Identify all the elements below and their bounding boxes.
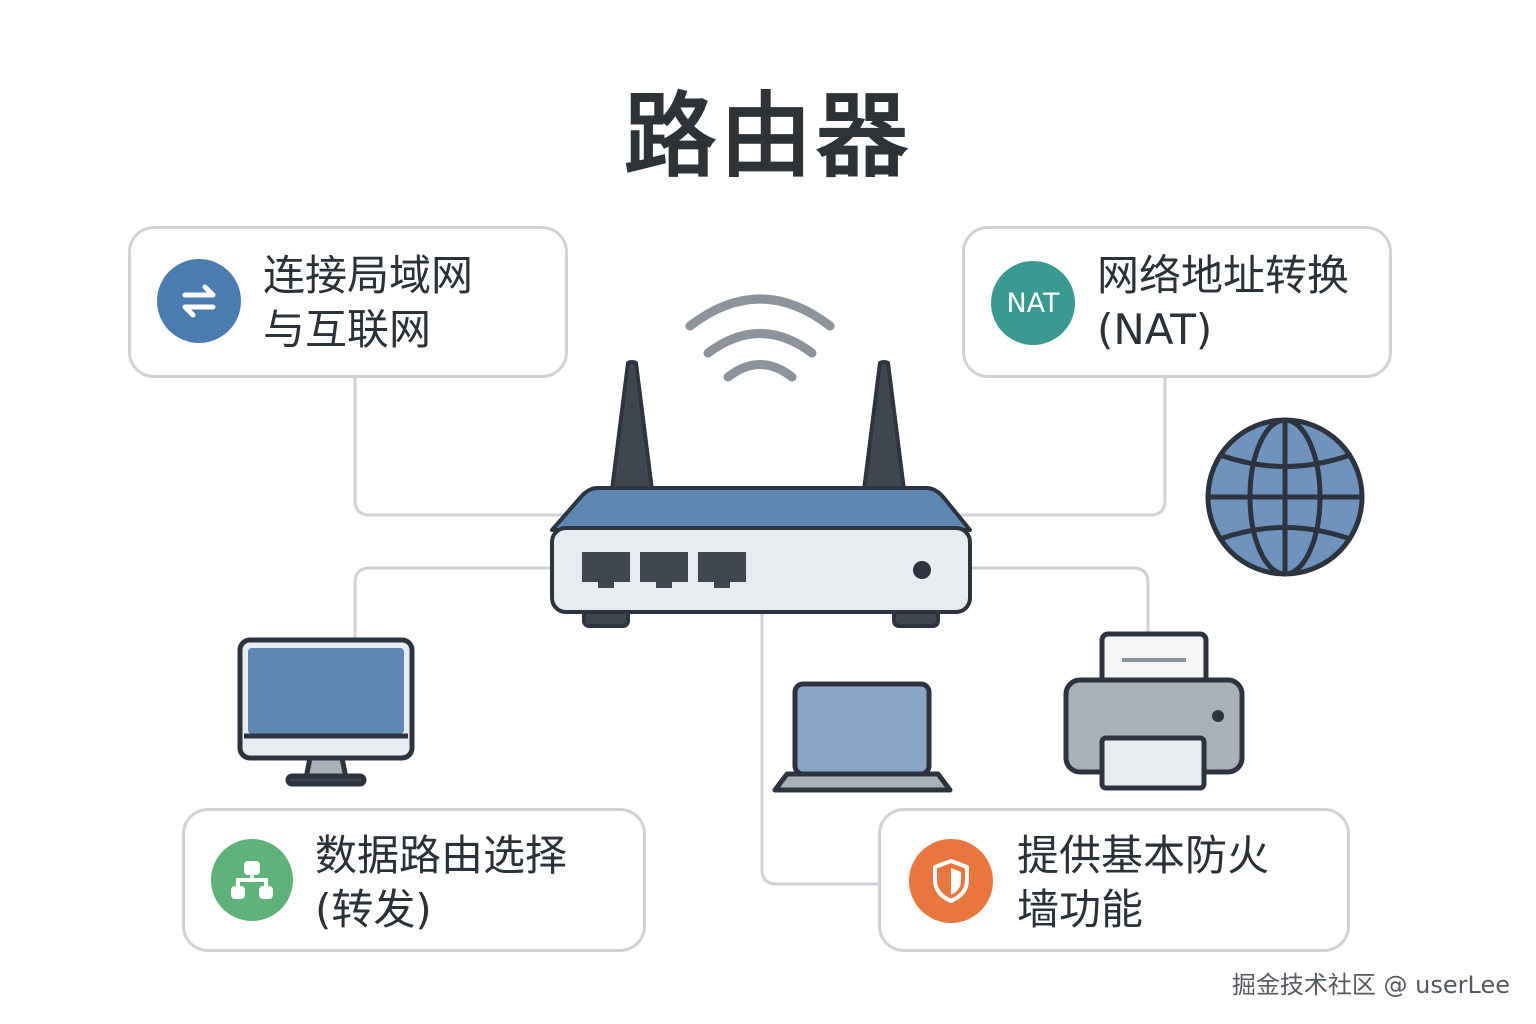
feature-line: (NAT) [1097,305,1213,354]
laptop [772,681,953,793]
feature-label-connect: 连接局域网 与互联网 [263,249,473,357]
shield-icon [933,859,969,903]
feature-label-nat: 网络地址转换 (NAT) [1097,249,1349,357]
feature-line: 连接局域网 [263,251,474,300]
router-antenna-right [862,360,906,492]
feature-line: 提供基本防火 [1017,831,1270,880]
feature-card-nat: NAT 网络地址转换 (NAT) [962,226,1392,378]
nat-badge-text: NAT [1006,287,1060,319]
badge-firewall [909,839,993,923]
feature-line: 数据路由选择 [315,831,568,880]
feature-line: 与互联网 [263,305,432,354]
badge-connect [157,259,241,343]
router-antenna-left [610,360,654,492]
feature-card-connect: 连接局域网 与互联网 [128,226,568,378]
router-top [550,486,972,532]
router-power-led [913,561,931,579]
feature-label-routing: 数据路由选择 (转发) [315,829,567,937]
connector-desktop [353,566,550,640]
watermark: 掘金技术社区 @ userLee [1231,971,1510,999]
ethernet-ports [582,552,746,588]
globe-icon [1205,417,1365,577]
router-body [550,526,972,614]
connector-nat [952,378,1167,517]
printer [1063,631,1245,791]
feature-card-routing: 数据路由选择 (转发) [182,808,646,952]
wifi-signal-icon [685,294,835,382]
desktop-monitor [237,637,415,787]
feature-line: 墙功能 [1017,885,1144,934]
router [550,360,972,628]
connector-connect [353,378,568,517]
feature-line: (转发) [315,885,432,934]
connector-firewall [760,612,880,886]
arrows-exchange-icon [182,284,216,318]
page-title: 路由器 [623,83,912,190]
nat-badge: NAT [991,261,1075,345]
feature-line: 网络地址转换 [1097,251,1350,300]
feature-card-firewall: 提供基本防火 墙功能 [878,808,1350,952]
connector-printer [970,566,1150,632]
network-tree-icon [231,861,273,899]
badge-routing [211,839,293,921]
connector-lines [353,378,1167,886]
feature-label-firewall: 提供基本防火 墙功能 [1017,829,1269,937]
